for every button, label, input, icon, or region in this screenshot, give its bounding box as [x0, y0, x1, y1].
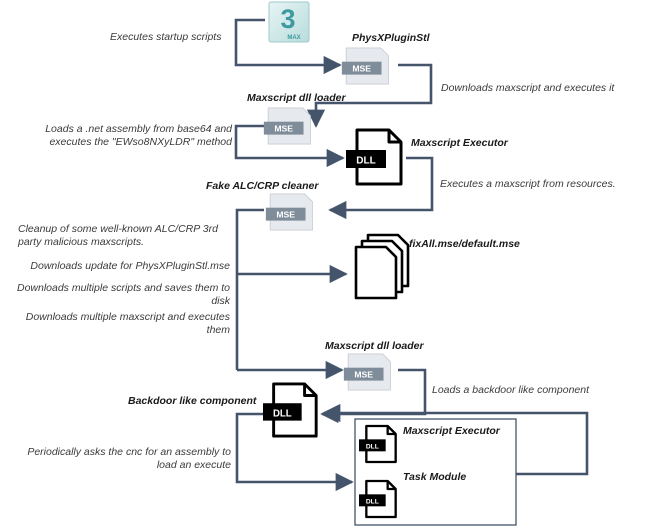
arrow-max-to-physx [234, 18, 342, 75]
note-multi-maxscript: Downloads multiple maxscript and execute… [25, 311, 230, 336]
arrow-backdoor-to-modules [235, 412, 354, 492]
dll-file-icon-executor: DLL [346, 128, 403, 186]
note-exec-resources: Executes a maxscript from resources. [440, 178, 616, 190]
mse-file-icon-cleaner: MSE [265, 193, 313, 231]
note-startup: Executes startup scripts [110, 31, 222, 43]
dll-file-icon-box-executor: DLL [359, 424, 397, 464]
node-loader-label: Maxscript dll loader [247, 92, 346, 104]
svg-text:3: 3 [280, 4, 295, 34]
arrow-loader-to-executor [234, 124, 345, 168]
svg-text:DLL: DLL [273, 408, 292, 419]
svg-text:MSE: MSE [276, 210, 295, 220]
note-net-line1: Loads a .net assembly from base64 and [45, 123, 232, 135]
svg-text:DLL: DLL [356, 156, 375, 167]
node-physx-label: PhysXPluginStl [352, 32, 430, 44]
svg-text:MSE: MSE [352, 64, 371, 74]
node-cleaner-label: Fake ALC/CRP cleaner [206, 180, 319, 192]
mse-file-icon-physx: MSE [341, 47, 389, 85]
node-backdoor-label: Backdoor like component [128, 395, 257, 407]
dll-file-icon-task-module: DLL [359, 479, 397, 519]
node-executor-label: Maxscript Executor [411, 137, 508, 149]
arrow-executor-to-cleaner [328, 156, 434, 220]
node-box-executor-label: Maxscript Executor [403, 425, 500, 437]
svg-text:DLL: DLL [366, 444, 379, 451]
dll-file-icon-backdoor: DLL [263, 382, 318, 438]
arrow-modules-feedback [322, 403, 589, 476]
mse-file-icon-loader: MSE [263, 107, 311, 145]
note-cleanup: Cleanup of some well-known ALC/CRP 3rd p… [18, 223, 218, 248]
arrow-physx-to-loader [306, 63, 433, 128]
cleaner-trunk [235, 208, 264, 370]
note-update: Downloads update for PhysXPluginStl.mse [30, 260, 230, 272]
file-stack-icon [354, 233, 410, 300]
note-multi-scripts: Downloads multiple scripts and saves the… [16, 282, 230, 307]
svg-text:DLL: DLL [366, 499, 379, 506]
node-fixall-label: fixAll.mse/default.mse [409, 238, 520, 250]
note-periodic: Periodically asks the cnc for an assembl… [27, 446, 231, 471]
note-downloads-exec: Downloads maxscript and executes it [441, 82, 615, 94]
mse-file-icon-loader2: MSE [343, 353, 391, 391]
3ds-max-icon: 3 MAX [268, 1, 310, 43]
svg-text:MSE: MSE [274, 124, 293, 134]
svg-text:MSE: MSE [354, 370, 373, 380]
node-loader2-label: Maxscript dll loader [325, 340, 424, 352]
node-task-module-label: Task Module [403, 471, 467, 483]
note-backdoor-load: Loads a backdoor like component [432, 384, 590, 396]
svg-text:MAX: MAX [287, 35, 300, 41]
connectors [234, 18, 589, 492]
note-net-line2: executes the "EWso8NXyLDR" method [49, 136, 232, 148]
